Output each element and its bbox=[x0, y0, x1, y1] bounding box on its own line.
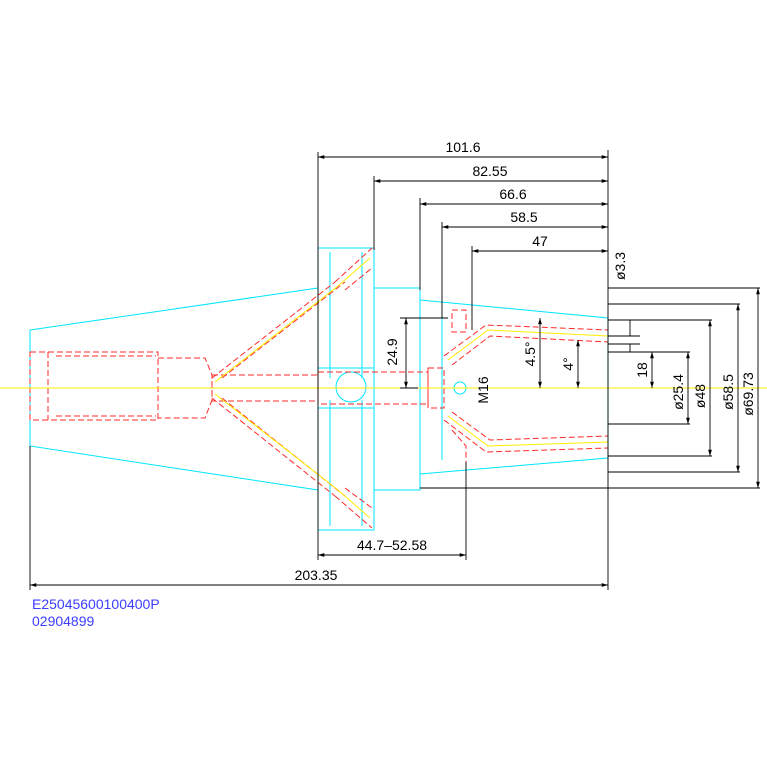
dim-47: 47 bbox=[532, 233, 548, 249]
drawing-notes: E25045600100400P 02904899 bbox=[32, 596, 160, 629]
dim-m16: M16 bbox=[475, 376, 491, 403]
dim-angle-4-5: 4.5° bbox=[522, 341, 538, 366]
dim-24-9: 24.9 bbox=[384, 338, 400, 365]
dim-phi-69-73: ø69.73 bbox=[740, 372, 756, 416]
dim-82-55: 82.55 bbox=[472, 163, 507, 179]
dim-phi-25-4: ø25.4 bbox=[670, 374, 686, 410]
dim-phi-48: ø48 bbox=[692, 384, 708, 408]
part-number: E25045600100400P bbox=[32, 596, 160, 612]
dim-phi-3-3: ø3.3 bbox=[612, 252, 628, 280]
dim-66-6: 66.6 bbox=[499, 186, 526, 202]
dim-18: 18 bbox=[634, 362, 650, 378]
dimension-labels: 101.6 82.55 66.6 58.5 47 24.9 4.5° 4° ø3… bbox=[295, 139, 756, 583]
dimension-lines bbox=[29, 150, 760, 590]
dim-101-6: 101.6 bbox=[445, 139, 480, 155]
dim-203-35: 203.35 bbox=[295, 567, 338, 583]
dim-58-5: 58.5 bbox=[510, 209, 537, 225]
dim-angle-4: 4° bbox=[560, 357, 576, 370]
dim-range-44-7-52-58: 44.7–52.58 bbox=[357, 537, 427, 553]
center-lines bbox=[0, 257, 767, 519]
drawing-code: 02904899 bbox=[32, 613, 95, 629]
dim-phi-58-5: ø58.5 bbox=[720, 374, 736, 410]
